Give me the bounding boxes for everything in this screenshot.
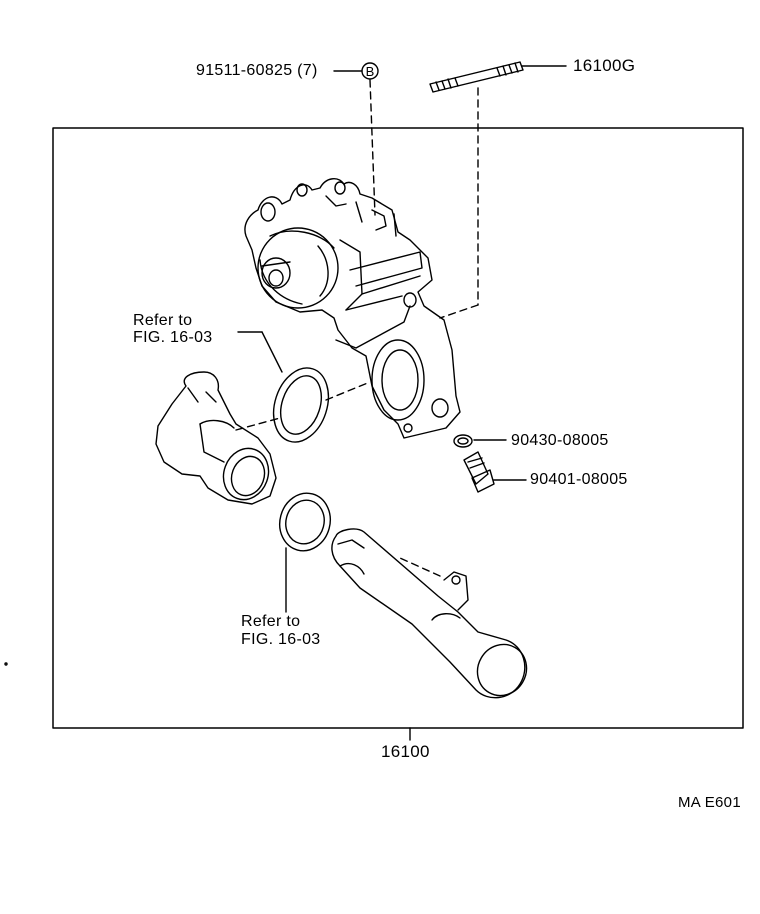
stud-bolt-16100G [429, 61, 524, 93]
pipe-dashed-line [399, 557, 441, 577]
assembly-frame [52, 127, 744, 729]
drain-plug-90401-08005 [463, 451, 495, 493]
upper-o-ring [272, 367, 330, 443]
leader-line-refer-upper-2 [261, 331, 283, 373]
water-pump-body [244, 178, 461, 439]
stud-part-number: 16100G [573, 56, 636, 75]
illustration-code: MA E601 [678, 794, 741, 811]
refer-upper-line2: FIG. 16-03 [133, 329, 213, 346]
gasket-part-number: 90430-08005 [511, 432, 609, 449]
stray-mark [4, 662, 8, 666]
water-inlet-housing [155, 371, 277, 505]
water-outlet-pipe [331, 528, 528, 699]
bolt-part-number: 91511-60825 (7) [196, 62, 318, 79]
lower-o-ring [279, 492, 331, 552]
washer-90430-08005 [453, 434, 473, 448]
drain-plug-part-number: 90401-08005 [530, 471, 628, 488]
bolt-marker-letter: B [366, 64, 375, 79]
ring-dashed-line [325, 381, 371, 401]
assembly-part-number: 16100 [381, 742, 430, 761]
refer-upper-line1: Refer to [133, 312, 193, 329]
stud-dashed-line-2 [439, 304, 479, 319]
bolt-marker-circle [361, 62, 379, 80]
inlet-dashed-line [235, 417, 281, 431]
refer-lower-line1: Refer to [241, 613, 301, 630]
refer-lower-line2: FIG. 16-03 [241, 631, 321, 648]
bolt-dashed-line [369, 79, 376, 216]
